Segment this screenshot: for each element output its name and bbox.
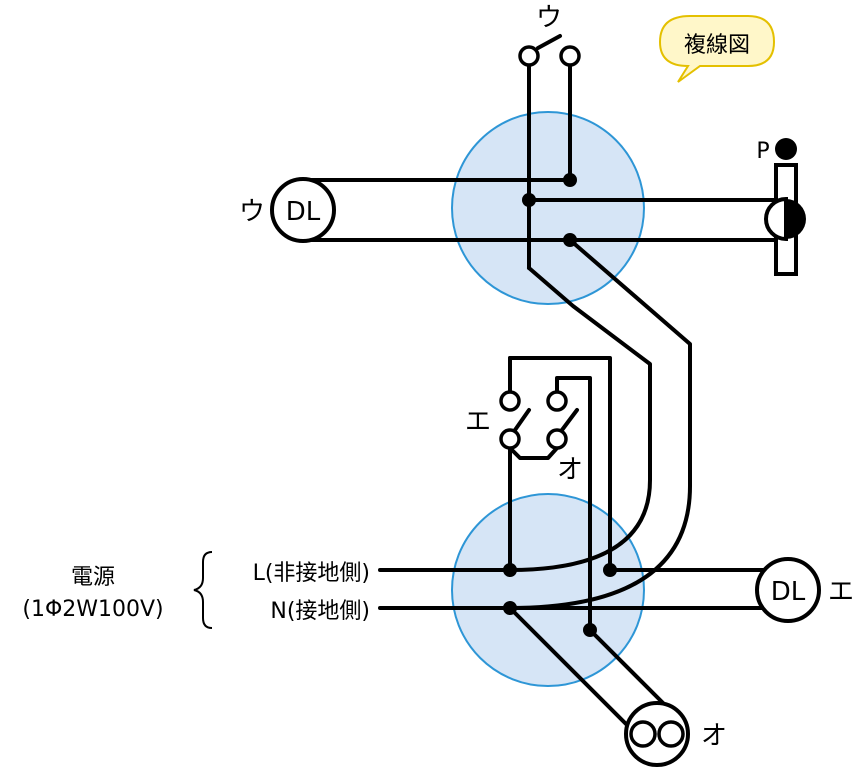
switch-o-label: オ bbox=[557, 455, 583, 485]
wire-switch-frame-top bbox=[508, 356, 612, 572]
wire-switch-o-top bbox=[555, 376, 592, 632]
light-dl-u-text: DL bbox=[286, 197, 321, 227]
outlet-o: オ bbox=[624, 701, 727, 767]
junction-dot bbox=[583, 623, 597, 637]
light-dl-e-text: DL bbox=[771, 577, 806, 607]
wire-conduit-left bbox=[508, 266, 652, 572]
junction-dot bbox=[563, 233, 577, 247]
switch-e-label: エ bbox=[465, 407, 491, 437]
outlet-label: オ bbox=[701, 721, 727, 751]
junction-dot bbox=[563, 173, 577, 187]
power-title: 電源 bbox=[71, 565, 115, 590]
switch-u: ウ bbox=[518, 3, 581, 67]
pilot-label: P bbox=[756, 139, 769, 164]
pilot-lamp: P bbox=[756, 138, 806, 276]
junction-dot bbox=[503, 563, 517, 577]
power-brace bbox=[193, 551, 213, 629]
light-dl-u-label: ウ bbox=[239, 197, 265, 227]
wire-switch-bottom bbox=[508, 446, 559, 460]
callout-text: 複線図 bbox=[684, 33, 750, 58]
power-spec: (1Φ2W100V) bbox=[22, 597, 163, 622]
light-dl-e-label: エ bbox=[828, 577, 854, 607]
junction-dots bbox=[503, 173, 617, 637]
junction-dot bbox=[603, 563, 617, 577]
upper-wires bbox=[298, 54, 790, 610]
wire-outlet-right bbox=[588, 628, 668, 708]
junction-dot bbox=[503, 601, 517, 615]
lower-wires bbox=[378, 356, 792, 736]
junction-dot bbox=[522, 193, 536, 207]
switch-e-o: エ オ bbox=[465, 390, 583, 485]
wire-outlet-left bbox=[508, 606, 638, 736]
light-dl-e: DL エ bbox=[755, 557, 854, 623]
line-n-label: N(接地側) bbox=[270, 599, 370, 624]
switch-u-label: ウ bbox=[536, 3, 562, 33]
light-dl-u: DL ウ bbox=[239, 177, 336, 243]
junction-box-upper bbox=[451, 111, 645, 305]
line-l-label: L(非接地側) bbox=[253, 561, 370, 586]
power-source: 電源 (1Φ2W100V) L(非接地側) N(接地側) bbox=[22, 551, 370, 629]
callout-bubble: 複線図 bbox=[658, 15, 776, 83]
